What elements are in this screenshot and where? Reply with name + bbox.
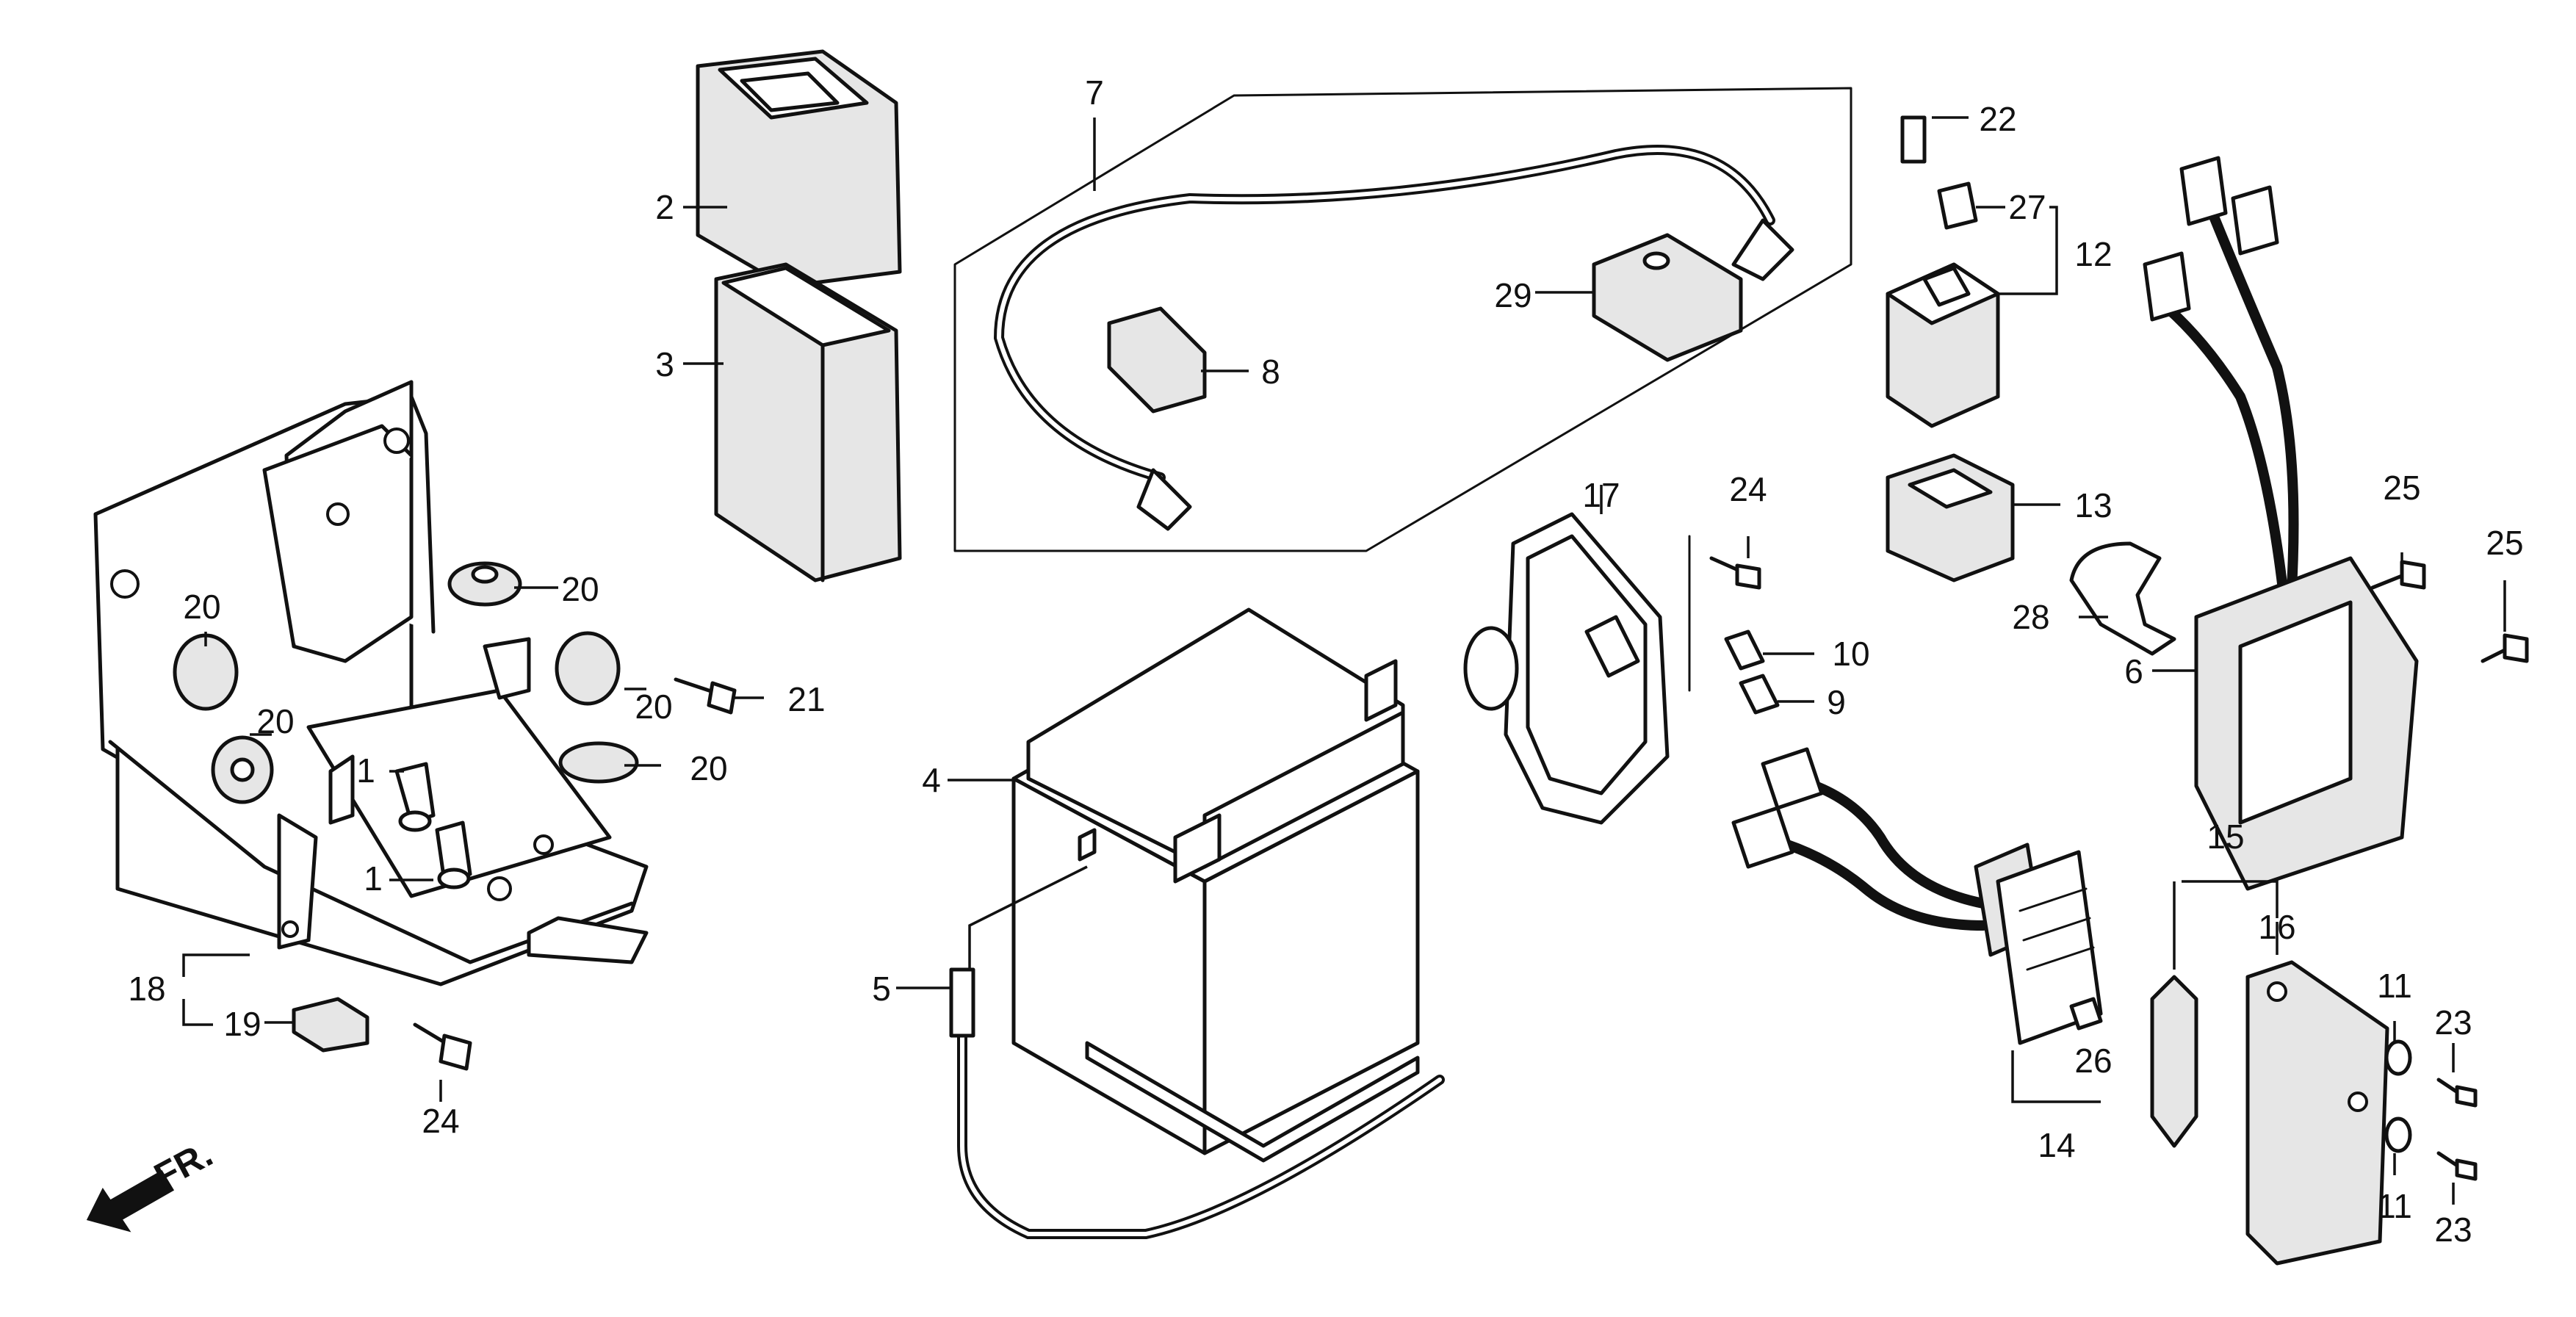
callout-27: 27	[2008, 188, 2046, 226]
rubber-cushion	[558, 741, 639, 784]
callout-21: 21	[787, 680, 825, 718]
callout-14: 14	[2038, 1126, 2075, 1164]
battery-cover	[696, 49, 902, 289]
collar	[2384, 1116, 2412, 1153]
callout-20: 20	[256, 702, 294, 740]
fuse	[1739, 674, 1780, 715]
callout-19: 19	[223, 1005, 261, 1043]
side-cover	[2245, 960, 2389, 1266]
fuse-box	[714, 262, 902, 582]
front-direction-indicator: FR.	[86, 1133, 219, 1233]
terminal-cover	[1107, 306, 1207, 414]
fuse	[1724, 629, 1765, 671]
bolt	[674, 677, 737, 715]
callout-20: 20	[183, 588, 220, 626]
callout-20: 20	[635, 688, 672, 726]
wire-clamp	[2069, 541, 2176, 656]
breather-tube	[949, 865, 1445, 1239]
callout-29: 29	[1494, 276, 1531, 314]
leader-lines	[182, 116, 2506, 1205]
callout-20: 20	[690, 749, 727, 787]
rubber-cushion	[555, 631, 621, 706]
bolt	[1900, 115, 1927, 164]
callout-18: 18	[128, 970, 165, 1008]
callout-23: 23	[2434, 1003, 2472, 1042]
bolt	[413, 1022, 472, 1071]
regulator-rectifier	[2143, 156, 2419, 891]
callout-5: 5	[872, 970, 891, 1008]
callout-22: 22	[1979, 100, 2016, 138]
callout-26: 26	[2074, 1042, 2112, 1080]
callout-2: 2	[655, 188, 674, 226]
rubber-cushion	[211, 735, 274, 804]
callout-24: 24	[422, 1102, 459, 1140]
callout-10: 10	[1832, 635, 1869, 673]
spare-fuse	[2069, 997, 2103, 1031]
gasket	[2150, 975, 2198, 1148]
clip	[435, 820, 472, 890]
collar	[2384, 1039, 2412, 1076]
callout-12: 12	[2074, 235, 2112, 273]
callout-11: 11	[2377, 1187, 2412, 1225]
relay-cover-rubber	[1886, 453, 2015, 582]
battery-cable	[993, 145, 1794, 531]
callout-9: 9	[1827, 683, 1846, 721]
callout-6: 6	[2124, 652, 2143, 690]
callout-7: 7	[1085, 73, 1104, 112]
callout-4: 4	[922, 761, 941, 799]
callout-23: 23	[2434, 1210, 2472, 1249]
callout-1: 1	[364, 859, 383, 898]
callout-13: 13	[2074, 486, 2112, 524]
bolt	[1709, 556, 1761, 590]
callout-8: 8	[1261, 353, 1280, 391]
relay-cover	[1592, 233, 1743, 362]
clip	[394, 762, 436, 832]
callout-16: 16	[2258, 908, 2295, 946]
callout-labels: 1 1 2 3 4 5 6 7 8 9 10 11 11 12 13 14 15…	[128, 73, 2523, 1249]
bolt	[2370, 560, 2426, 590]
callout-25: 25	[2486, 524, 2523, 562]
screw	[2436, 1078, 2478, 1108]
main-fuse	[1937, 181, 1978, 230]
callout-25: 25	[2383, 469, 2420, 507]
bolt	[2481, 633, 2529, 663]
callout-24: 24	[1729, 470, 1767, 508]
callout-28: 28	[2012, 598, 2049, 636]
battery	[1011, 607, 1420, 1163]
rubber-cushion	[447, 561, 522, 607]
callout-20: 20	[561, 570, 599, 608]
callout-3: 3	[655, 345, 674, 383]
callout-1: 1	[356, 751, 375, 790]
callout-15: 15	[2207, 818, 2244, 856]
fuse-case	[1463, 512, 1670, 825]
arrow-icon	[86, 1169, 175, 1233]
callout-11: 11	[2377, 967, 2412, 1005]
screw	[2436, 1151, 2478, 1181]
group-frame	[953, 87, 1852, 552]
starter-relay	[1886, 262, 2000, 428]
rubber-block	[292, 997, 369, 1053]
callout-17: 17	[1582, 476, 1620, 514]
wire-harness	[1731, 747, 2103, 1045]
